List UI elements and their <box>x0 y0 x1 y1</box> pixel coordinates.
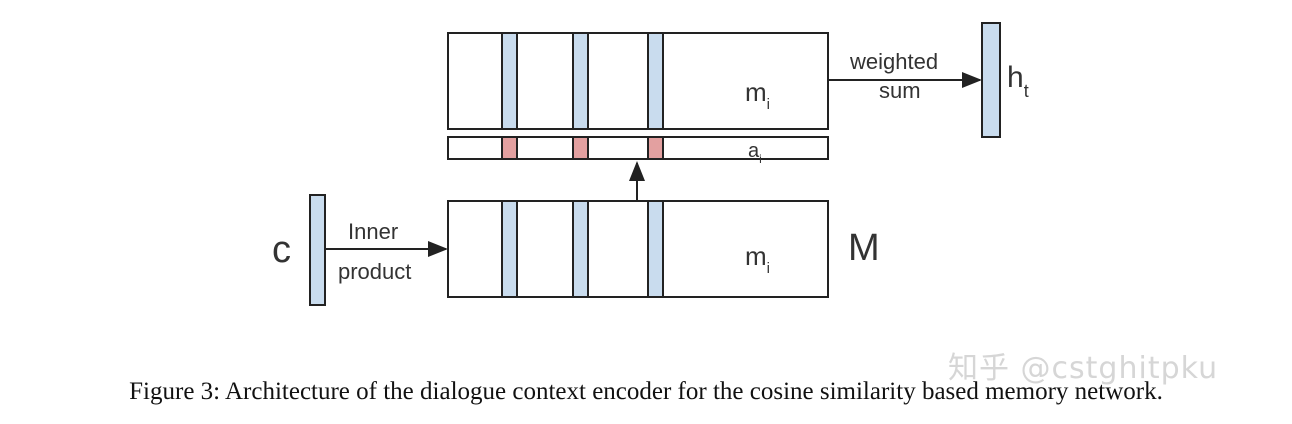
memory-M-label: M <box>848 227 880 269</box>
memory-M-row-label: m <box>745 241 767 271</box>
attention-strip: ai <box>447 136 829 166</box>
attention-cell-3 <box>647 136 664 160</box>
memory-top-row-sub: i <box>767 96 770 113</box>
memory-top-row-label: m <box>745 77 767 107</box>
memory-M-slot-2 <box>572 200 589 298</box>
memory-top-slot-1 <box>501 32 518 130</box>
svg-text:ai: ai <box>748 140 762 166</box>
weighted-sum-label-line1: weighted <box>849 49 938 74</box>
memory-M-row-sub: i <box>767 260 770 277</box>
vector-c <box>309 194 326 306</box>
vector-c-label: c <box>272 229 291 271</box>
figure-caption: Figure 3: Architecture of the dialogue c… <box>129 378 1163 405</box>
memory-M-box: mi <box>447 200 829 298</box>
inner-product-label-line2: product <box>338 259 411 284</box>
memory-top-slot-3 <box>647 32 664 130</box>
memory-top-slot-2 <box>572 32 589 130</box>
weighted-sum-label-line2: sum <box>879 78 921 103</box>
svg-text:mi: mi <box>745 77 770 113</box>
memory-top-box: mi <box>447 32 829 130</box>
attention-cell-1 <box>501 136 518 160</box>
svg-text:mi: mi <box>745 241 770 277</box>
watermark: 知乎 @cstghitpku <box>948 351 1219 386</box>
attention-cell-2 <box>572 136 589 160</box>
memory-M-slot-1 <box>501 200 518 298</box>
inner-product-label-line1: Inner <box>348 219 398 244</box>
output-vector-h <box>981 22 1001 138</box>
attention-label: a <box>748 140 760 162</box>
memory-M-slot-3 <box>647 200 664 298</box>
output-h-label: h <box>1007 61 1024 94</box>
svg-text:ht: ht <box>1007 61 1029 101</box>
attention-sub: i <box>759 152 762 166</box>
output-h-sub: t <box>1024 81 1029 101</box>
